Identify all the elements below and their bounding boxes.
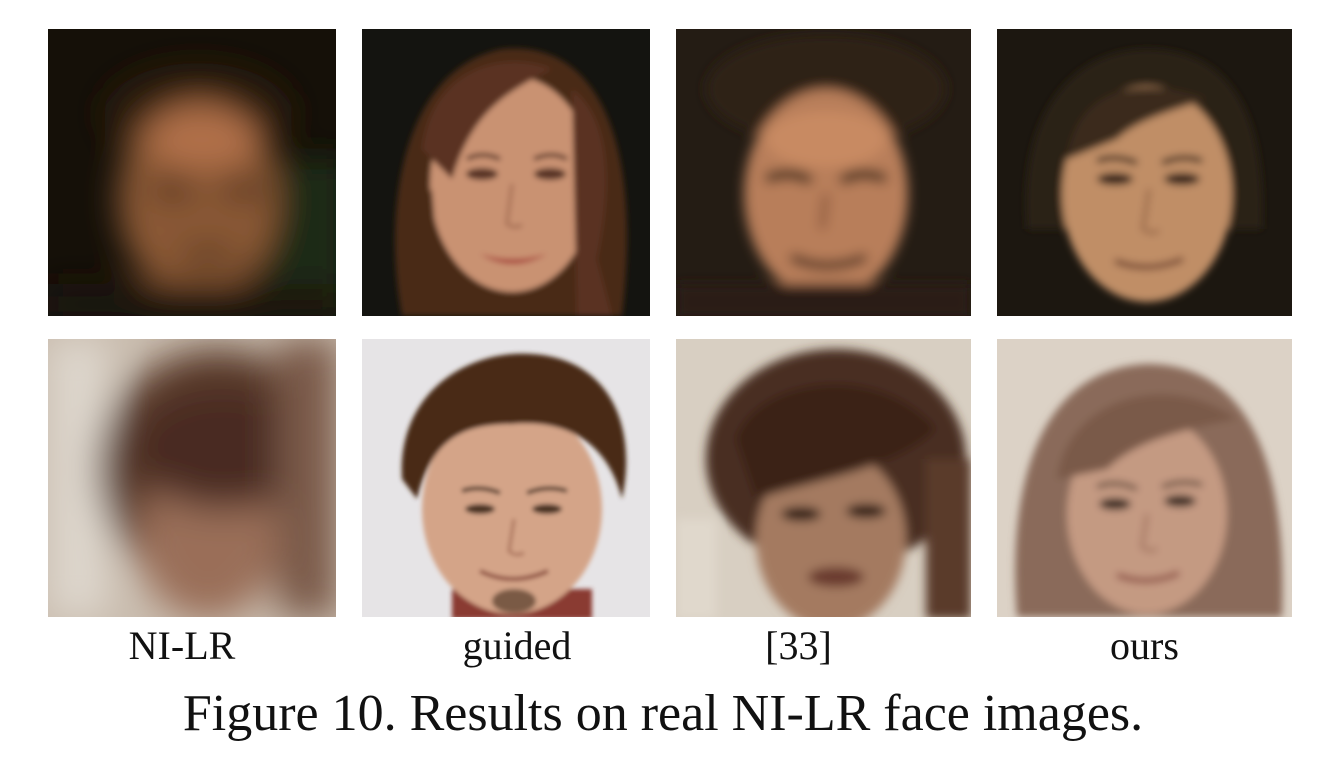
- column-label-guided: guided: [462, 623, 572, 668]
- face-image-row2-ours: [997, 339, 1292, 617]
- face-image-row2-guided: [362, 339, 650, 617]
- face-image-row1-ref33: [676, 29, 971, 316]
- column-label-ni-lr: NI-LR: [128, 623, 236, 668]
- face-image-row2-ni-lr: [48, 339, 336, 617]
- face-image-row1-ours: [997, 29, 1292, 316]
- face-image-row1-guided: [362, 29, 650, 316]
- face-image-row2-ref33: [676, 339, 971, 617]
- figure-caption: Figure 10. Results on real NI-LR face im…: [182, 685, 1144, 742]
- column-label-ours: ours: [1110, 623, 1179, 668]
- column-label-ref33: [33]: [765, 623, 832, 668]
- face-image-row1-ni-lr: [48, 29, 336, 316]
